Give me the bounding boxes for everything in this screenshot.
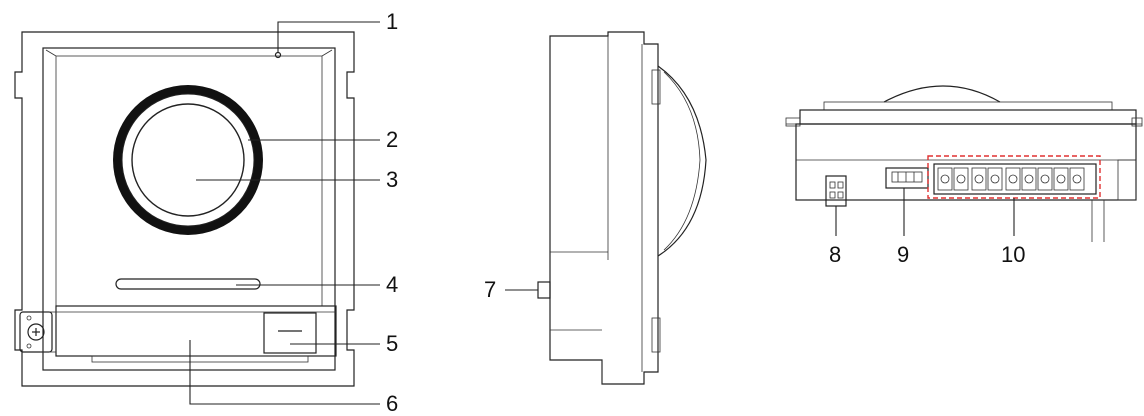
connector-9 <box>885 167 929 189</box>
side-view <box>537 31 707 385</box>
callout-7: 7 <box>484 277 496 302</box>
connector-8 <box>825 175 847 207</box>
callout-6: 6 <box>386 391 398 416</box>
callout-8: 8 <box>829 242 841 267</box>
camera-lens <box>131 103 245 217</box>
screw-bracket <box>19 311 53 353</box>
microphone-hole <box>274 51 282 59</box>
screw-icon <box>27 323 45 341</box>
front-outer-frame <box>14 31 355 387</box>
side-button-bump <box>537 281 551 299</box>
callout-1: 1 <box>386 9 398 34</box>
indicator-slot <box>115 278 261 290</box>
side-lens-dome <box>657 65 707 257</box>
callout-2: 2 <box>386 127 398 152</box>
bottom-body <box>795 123 1137 201</box>
front-view <box>14 31 355 387</box>
callout-3: 3 <box>386 167 398 192</box>
callout-5: 5 <box>386 331 398 356</box>
bottom-lens-dome <box>883 85 1001 103</box>
bottom-view <box>785 85 1143 242</box>
leader-lines <box>189 21 1015 405</box>
callout-9: 9 <box>897 242 909 267</box>
call-button <box>263 312 317 354</box>
callout-10: 10 <box>1001 242 1025 267</box>
front-panel <box>42 47 336 371</box>
callout-4: 4 <box>386 272 398 297</box>
terminal-block <box>933 163 1097 195</box>
